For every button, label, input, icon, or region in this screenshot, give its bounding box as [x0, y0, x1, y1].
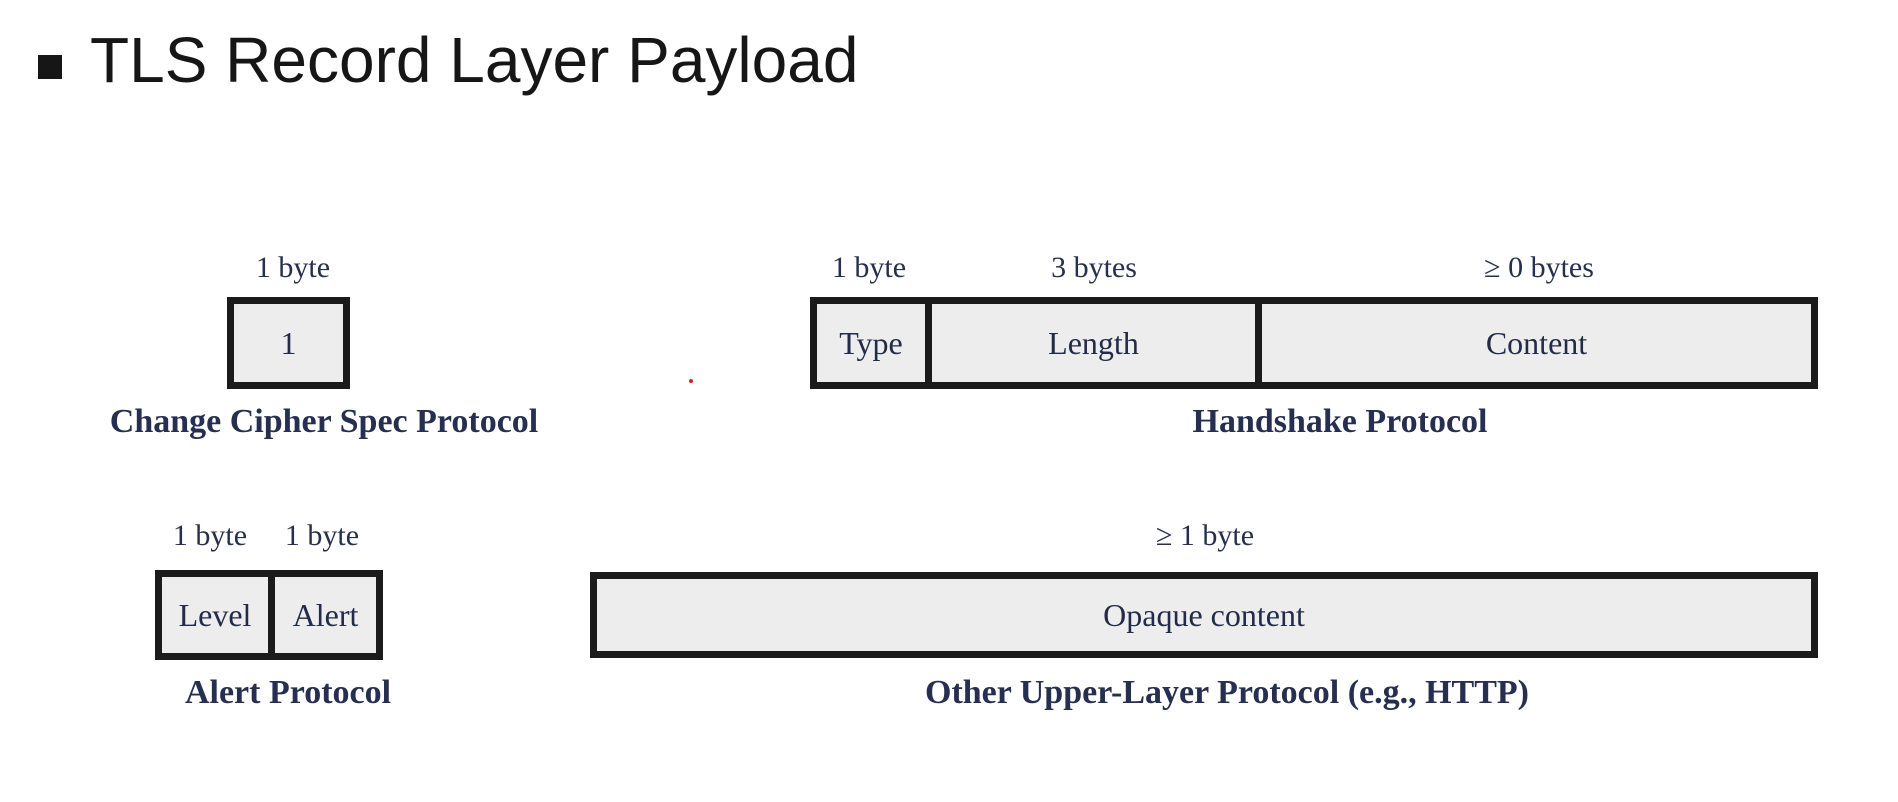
handshake-content-size-label: ≥ 0 bytes [1484, 251, 1594, 284]
handshake-caption: Handshake Protocol [1192, 403, 1488, 440]
other-caption: Other Upper-Layer Protocol (e.g., HTTP) [924, 674, 1530, 711]
handshake-type-size-label: 1 byte [831, 251, 907, 284]
ccs-field-value: 1 [280, 324, 297, 361]
alert-alert-size-label: 1 byte [284, 519, 360, 552]
page-title: TLS Record Layer Payload [90, 24, 859, 96]
handshake-type-field: Type [839, 324, 903, 361]
ccs-field-box: 1 [227, 297, 350, 389]
other-opaque-content-field: Opaque content [1103, 596, 1305, 633]
alert-caption: Alert Protocol [184, 674, 392, 711]
title-bullet-icon [38, 55, 62, 79]
ccs-caption: Change Cipher Spec Protocol [109, 403, 539, 440]
handshake-length-size-label: 3 bytes [1051, 251, 1137, 284]
alert-alert-field: Alert [268, 577, 376, 653]
handshake-content-field: Content [1255, 304, 1811, 382]
red-dot-artifact [689, 379, 693, 383]
alert-field-box: Level Alert [155, 570, 383, 660]
handshake-field-box: Type Length Content [810, 297, 1818, 389]
handshake-length-field: Length [925, 304, 1255, 382]
alert-level-field: Level [178, 596, 252, 633]
alert-level-size-label: 1 byte [172, 519, 248, 552]
other-field-box: Opaque content [590, 572, 1818, 658]
other-size-label: ≥ 1 byte [1155, 519, 1255, 552]
ccs-size-label: 1 byte [255, 251, 331, 284]
